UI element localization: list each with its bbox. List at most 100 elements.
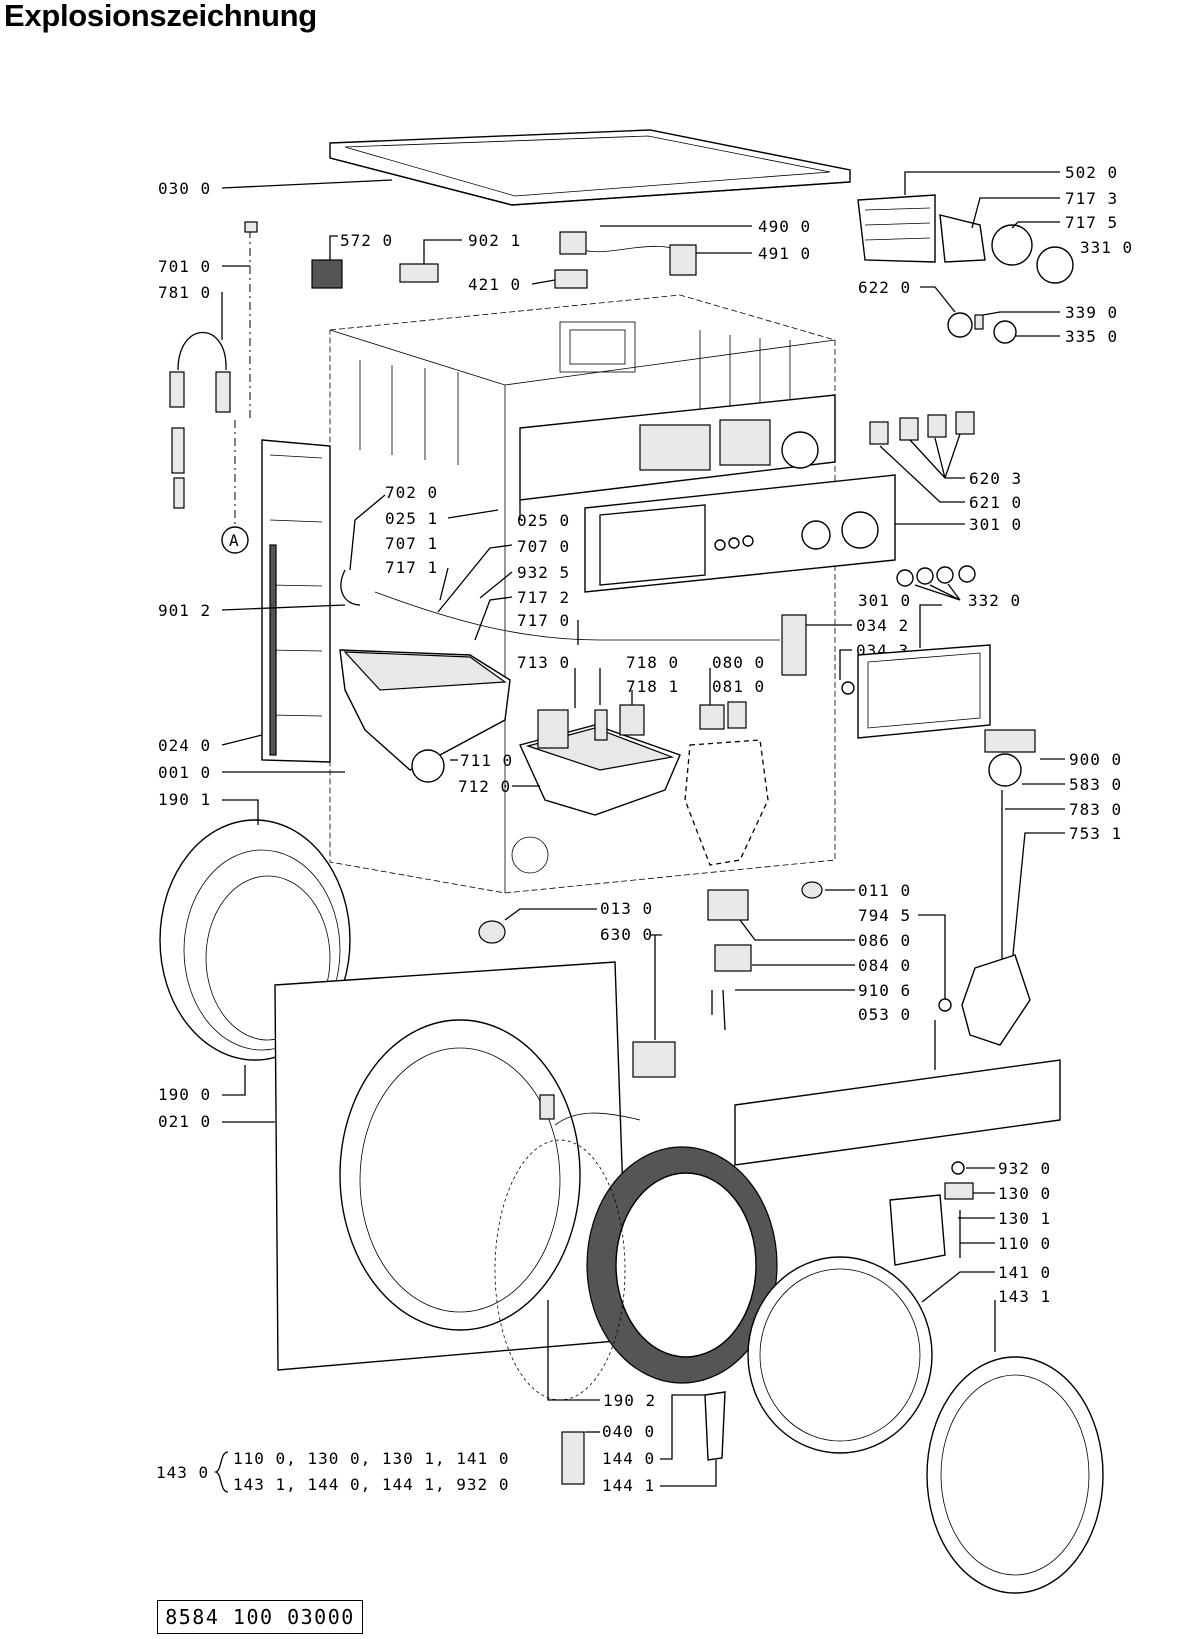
label-a: A bbox=[229, 531, 240, 550]
label-718-0: 718 0 bbox=[626, 653, 679, 672]
label-040-0: 040 0 bbox=[602, 1422, 655, 1441]
suppressor-part bbox=[554, 269, 588, 289]
inner-door-part bbox=[926, 1356, 1104, 1594]
label-902-1: 902 1 bbox=[468, 231, 521, 250]
label-080-0: 080 0 bbox=[712, 653, 765, 672]
label-794-5: 794 5 bbox=[858, 906, 911, 925]
page-title: Explosionszeichnung bbox=[4, 0, 317, 33]
label-144-1: 144 1 bbox=[602, 1476, 655, 1495]
label-301-0-b: 301 0 bbox=[858, 591, 911, 610]
valve-cover-part bbox=[537, 709, 569, 749]
label-702-0: 702 0 bbox=[385, 483, 438, 502]
label-011-0: 011 0 bbox=[858, 881, 911, 900]
label-620-3: 620 3 bbox=[969, 469, 1022, 488]
electronics-module-part bbox=[857, 194, 1074, 344]
label-718-1: 718 1 bbox=[626, 677, 679, 696]
label-130-1: 130 1 bbox=[998, 1209, 1051, 1228]
label-717-5: 717 5 bbox=[1065, 213, 1118, 232]
label-190-2: 190 2 bbox=[603, 1391, 656, 1410]
label-332-0: 332 0 bbox=[968, 591, 1021, 610]
bracket-part bbox=[781, 614, 807, 676]
label-190-1: 190 1 bbox=[158, 790, 211, 809]
pressure-switch-part bbox=[984, 729, 1036, 753]
kit-label: 143 0 bbox=[156, 1463, 209, 1482]
label-717-1: 717 1 bbox=[385, 558, 438, 577]
switch-caps-part bbox=[869, 411, 975, 445]
label-021-0: 021 0 bbox=[158, 1112, 211, 1131]
label-707-1: 707 1 bbox=[385, 534, 438, 553]
label-190-0: 190 0 bbox=[158, 1085, 211, 1104]
label-144-0: 144 0 bbox=[602, 1449, 655, 1468]
label-331-0: 331 0 bbox=[1080, 238, 1133, 257]
cabinet-part bbox=[329, 294, 836, 894]
label-025-0: 025 0 bbox=[517, 511, 570, 530]
pump-part bbox=[961, 954, 1031, 1046]
label-713-0: 713 0 bbox=[517, 653, 570, 672]
label-932-5: 932 5 bbox=[517, 563, 570, 582]
label-053-0: 053 0 bbox=[858, 1005, 911, 1024]
label-490-0: 490 0 bbox=[758, 217, 811, 236]
label-081-0: 081 0 bbox=[712, 677, 765, 696]
front-panel-part bbox=[274, 961, 629, 1371]
label-583-0: 583 0 bbox=[1069, 775, 1122, 794]
label-630-0: 630 0 bbox=[600, 925, 653, 944]
dispenser-housing-part bbox=[339, 649, 511, 783]
label-421-0: 421 0 bbox=[468, 275, 521, 294]
door-glass-part bbox=[747, 1256, 933, 1454]
label-717-0: 717 0 bbox=[517, 611, 570, 630]
label-711-0: 711 0 bbox=[460, 751, 513, 770]
top-cover-part bbox=[329, 129, 851, 206]
label-130-0: 130 0 bbox=[998, 1184, 1051, 1203]
label-717-2: 717 2 bbox=[517, 588, 570, 607]
label-086-0: 086 0 bbox=[858, 931, 911, 950]
kit-line-1: 110 0, 130 0, 130 1, 141 0 bbox=[233, 1449, 509, 1468]
bracket-084-part bbox=[714, 944, 752, 972]
bracket-086-part bbox=[707, 889, 749, 921]
label-025-1: 025 1 bbox=[385, 509, 438, 528]
kit-line-2: 143 1, 144 0, 144 1, 932 0 bbox=[233, 1475, 509, 1494]
hinge-cover-part bbox=[704, 1391, 726, 1461]
side-panel-part bbox=[261, 439, 331, 763]
label-753-1: 753 1 bbox=[1069, 824, 1122, 843]
label-910-6: 910 6 bbox=[858, 981, 911, 1000]
door-lock-part bbox=[632, 1041, 676, 1078]
control-board-part bbox=[519, 394, 836, 501]
label-143-1: 143 1 bbox=[998, 1287, 1051, 1306]
hinge-part bbox=[561, 1431, 585, 1485]
label-621-0: 621 0 bbox=[969, 493, 1022, 512]
kickplate-part bbox=[734, 1059, 1061, 1166]
label-491-0: 491 0 bbox=[758, 244, 811, 263]
label-622-0: 622 0 bbox=[858, 278, 911, 297]
label-110-0: 110 0 bbox=[998, 1234, 1051, 1253]
knobs-part bbox=[896, 565, 976, 587]
foot-part bbox=[478, 920, 506, 944]
label-001-0: 001 0 bbox=[158, 763, 211, 782]
label-572-0: 572 0 bbox=[340, 231, 393, 250]
label-034-2: 034 2 bbox=[856, 616, 909, 635]
clip-part bbox=[399, 263, 439, 283]
label-781-0: 781 0 bbox=[158, 283, 211, 302]
label-701-0: 701 0 bbox=[158, 257, 211, 276]
label-900-0: 900 0 bbox=[1069, 750, 1122, 769]
door-frame-part bbox=[554, 1112, 778, 1384]
label-932-0: 932 0 bbox=[998, 1159, 1051, 1178]
label-141-0: 141 0 bbox=[998, 1263, 1051, 1282]
label-024-0: 024 0 bbox=[158, 736, 211, 755]
label-030-0: 030 0 bbox=[158, 179, 211, 198]
door-handle-part bbox=[889, 1194, 946, 1266]
part-number-box: 8584 100 03000 bbox=[157, 1600, 363, 1634]
front-panel-cover-part bbox=[857, 644, 991, 739]
label-013-0: 013 0 bbox=[600, 899, 653, 918]
label-712-0: 712 0 bbox=[458, 777, 511, 796]
inlet-hose-part bbox=[169, 221, 258, 554]
label-335-0: 335 0 bbox=[1065, 327, 1118, 346]
label-707-0: 707 0 bbox=[517, 537, 570, 556]
label-901-2: 901 2 bbox=[158, 601, 211, 620]
label-502-0: 502 0 bbox=[1065, 163, 1118, 182]
label-301-0-a: 301 0 bbox=[969, 515, 1022, 534]
label-783-0: 783 0 bbox=[1069, 800, 1122, 819]
inlet-valve-part bbox=[311, 259, 343, 289]
label-339-0: 339 0 bbox=[1065, 303, 1118, 322]
label-084-0: 084 0 bbox=[858, 956, 911, 975]
